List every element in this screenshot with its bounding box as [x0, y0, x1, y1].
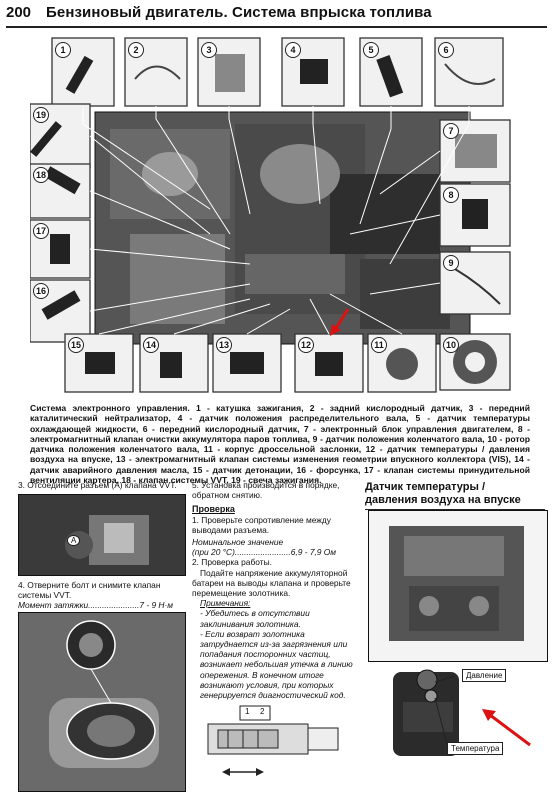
nominal-condition: (при 20 °С)	[192, 547, 235, 558]
check-heading: Проверка	[192, 504, 235, 515]
pin-1-label: 1	[245, 707, 250, 716]
chapter-title: Бензиновый двигатель. Система впрыска то…	[46, 4, 432, 21]
pressure-label: Давление	[462, 669, 507, 682]
callout-7: 7	[443, 123, 459, 139]
check-2-text: 2. Проверка работы.	[192, 557, 272, 568]
callout-1: 1	[55, 42, 71, 58]
vvt-valve-schematic	[207, 705, 339, 776]
callout-5: 5	[363, 42, 379, 58]
vvt-connector-illustration	[19, 495, 185, 575]
map-sensor-illustration	[393, 669, 459, 756]
callout-6: 6	[438, 42, 454, 58]
torque-line: Момент затяжки......................7 - …	[18, 600, 184, 610]
column-vvt-check: 5. Установка производится в порядке, обр…	[192, 480, 358, 700]
engine-illustration	[369, 511, 547, 661]
engine-sensor-photo	[368, 510, 548, 662]
callout-17: 17	[33, 223, 49, 239]
notes-heading: Примечания:	[200, 598, 251, 609]
callout-13: 13	[216, 337, 232, 353]
page-number: 200	[6, 4, 32, 21]
engine-bay-illustration	[29, 34, 530, 394]
callout-4: 4	[285, 42, 301, 58]
callout-15: 15	[68, 337, 84, 353]
note-2: - Если возврат золотника затруднается из…	[200, 628, 353, 701]
vvt-valve-illustration	[19, 613, 185, 791]
torque-label: Момент затяжки	[18, 600, 89, 611]
connector-a-label: A	[67, 535, 81, 546]
check-1-text: 1. Проверьте сопротивление между выводам…	[192, 514, 331, 535]
nominal-line: (при 20 °С)........................6,9 -…	[192, 547, 358, 557]
nominal-dots: ........................	[234, 547, 291, 558]
note-1: - Убедитесь в отсутствии заклинивания зо…	[200, 608, 310, 629]
callout-8: 8	[443, 187, 459, 203]
callout-11: 11	[371, 337, 387, 353]
callout-18: 18	[33, 167, 49, 183]
column-vvt-removal: 3. Отсоедините разъем (А) клапана VVT.	[18, 480, 184, 490]
step-4-text: 4. Отверните болт и снимите клапан систе…	[18, 580, 161, 601]
nominal-label: Номинальное значение	[192, 537, 284, 548]
callout-12: 12	[298, 337, 314, 353]
callout-9: 9	[443, 255, 459, 271]
engine-control-system-figure: 1 2 3 4 5 6 7 8 9 10 15 14 13 12 11 19 1…	[29, 34, 530, 394]
figure-caption: Система электронного управления. 1 - кат…	[30, 403, 530, 486]
step-3-text: 3. Отсоедините разъем (А) клапана VVT.	[18, 480, 177, 490]
callout-19: 19	[33, 107, 49, 123]
pin-2-label: 2	[260, 707, 265, 716]
callout-2: 2	[128, 42, 144, 58]
callout-3: 3	[201, 42, 217, 58]
callout-16: 16	[33, 283, 49, 299]
step-5-text: 5. Установка производится в порядке, обр…	[192, 480, 340, 501]
sensor-title-line-2: давления воздуха на впуске	[365, 494, 521, 506]
red-arrow-icon	[482, 709, 531, 747]
vvt-connector-photo: A	[18, 494, 186, 576]
nominal-value: 6,9 - 7,9 Ом	[290, 547, 337, 558]
check-2-description: Подайте напряжение аккумуляторной батаре…	[192, 567, 351, 599]
page-header: 200 Бензиновый двигатель. Система впрыск…	[6, 4, 547, 28]
map-sensor-closeup	[375, 662, 515, 762]
callout-14: 14	[143, 337, 159, 353]
sensor-title-line-1: Датчик температуры /	[365, 481, 486, 493]
column-vvt-removal-step4: 4. Отверните болт и снимите клапан систе…	[18, 580, 184, 611]
temperature-label: Температура	[447, 742, 504, 755]
torque-value: 7 - 9 Н·м	[139, 600, 174, 611]
vvt-valve-photo	[18, 612, 186, 792]
sensor-section-title: Датчик температуры / давления воздуха на…	[365, 481, 545, 510]
callout-10: 10	[443, 337, 459, 353]
vvt-valve-diagram: 1 2	[198, 702, 348, 788]
torque-dots: ......................	[88, 600, 140, 611]
